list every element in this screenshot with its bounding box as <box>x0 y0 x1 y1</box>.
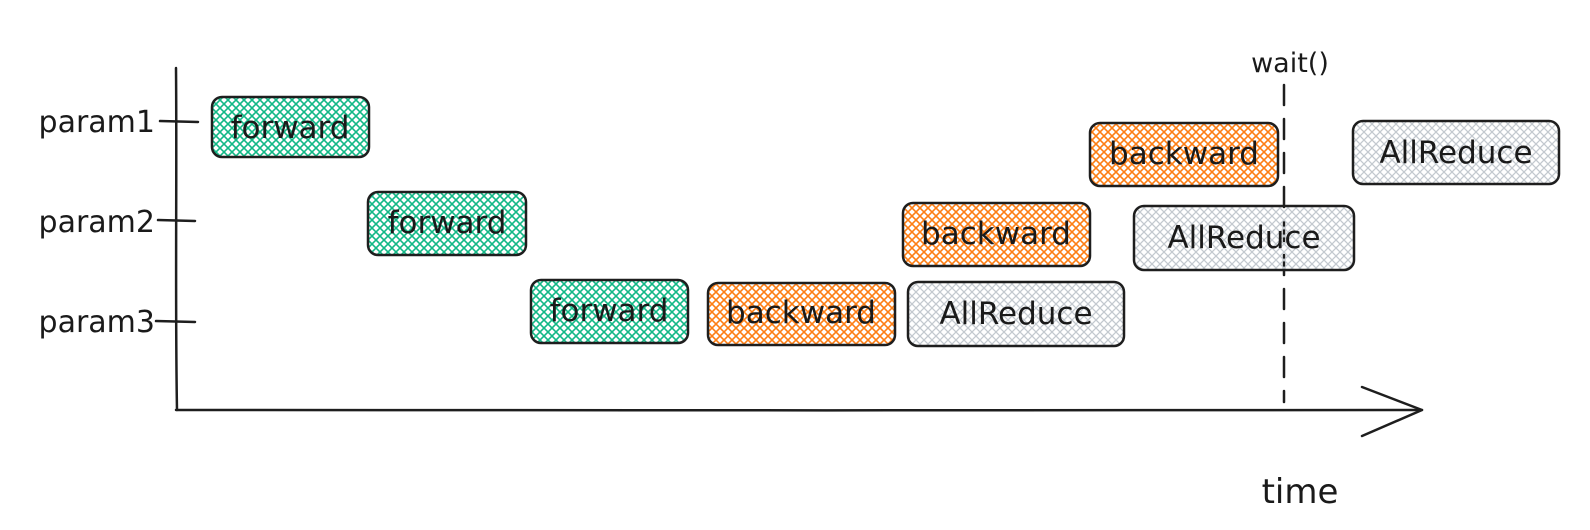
y-axis-line <box>174 66 179 412</box>
block-param3-backward-label: backward <box>726 295 876 331</box>
tick-param1 <box>158 119 200 124</box>
block-param3-forward-box <box>529 278 690 345</box>
block-param1-allreduce: AllReduce <box>1351 119 1561 186</box>
block-param2-backward: backward <box>901 201 1092 268</box>
block-param1-backward-label: backward <box>1109 136 1259 172</box>
block-param3-allreduce: AllReduce <box>906 280 1126 348</box>
row-label-param1: param1 <box>39 105 155 140</box>
block-param1-forward-box <box>210 95 371 159</box>
block-param2-forward-label: forward <box>388 205 507 241</box>
row-label-param2: param2 <box>39 205 155 240</box>
block-param1-forward: forward <box>210 95 371 159</box>
block-param3-forward: forward <box>529 278 690 345</box>
row-label-param3: param3 <box>39 305 155 340</box>
block-param1-allreduce-box <box>1351 119 1561 186</box>
block-param3-backward-box <box>706 281 897 347</box>
block-param1-backward: backward <box>1088 121 1280 188</box>
wait-label: wait() <box>1251 48 1329 79</box>
block-param2-forward-box <box>366 190 528 257</box>
block-param2-allreduce-label: AllReduce <box>1167 220 1320 256</box>
block-param3-allreduce-box <box>906 280 1126 348</box>
time-axis-label: time <box>1262 472 1339 512</box>
block-param3-forward-label: forward <box>550 293 669 329</box>
block-param2-allreduce-box <box>1132 204 1356 272</box>
block-param1-allreduce-label: AllReduce <box>1379 135 1532 171</box>
axes: time <box>174 66 1424 512</box>
block-param3-allreduce-label: AllReduce <box>939 296 1092 332</box>
block-param3-backward: backward <box>706 281 897 347</box>
wait-marker: wait() <box>1251 48 1329 404</box>
row-labels: param1 param2 param3 <box>39 105 200 340</box>
tick-param2 <box>156 218 197 223</box>
block-param2-backward-label: backward <box>921 216 1071 252</box>
block-param1-backward-box <box>1088 121 1280 188</box>
x-axis-arrowhead <box>1360 385 1424 438</box>
block-param2-forward: forward <box>366 190 528 257</box>
tick-param3 <box>154 319 197 324</box>
x-axis-line <box>174 408 1424 412</box>
block-param1-forward-label: forward <box>231 110 350 146</box>
block-param2-backward-box <box>901 201 1092 268</box>
block-param2-allreduce: AllReduce <box>1132 204 1356 272</box>
